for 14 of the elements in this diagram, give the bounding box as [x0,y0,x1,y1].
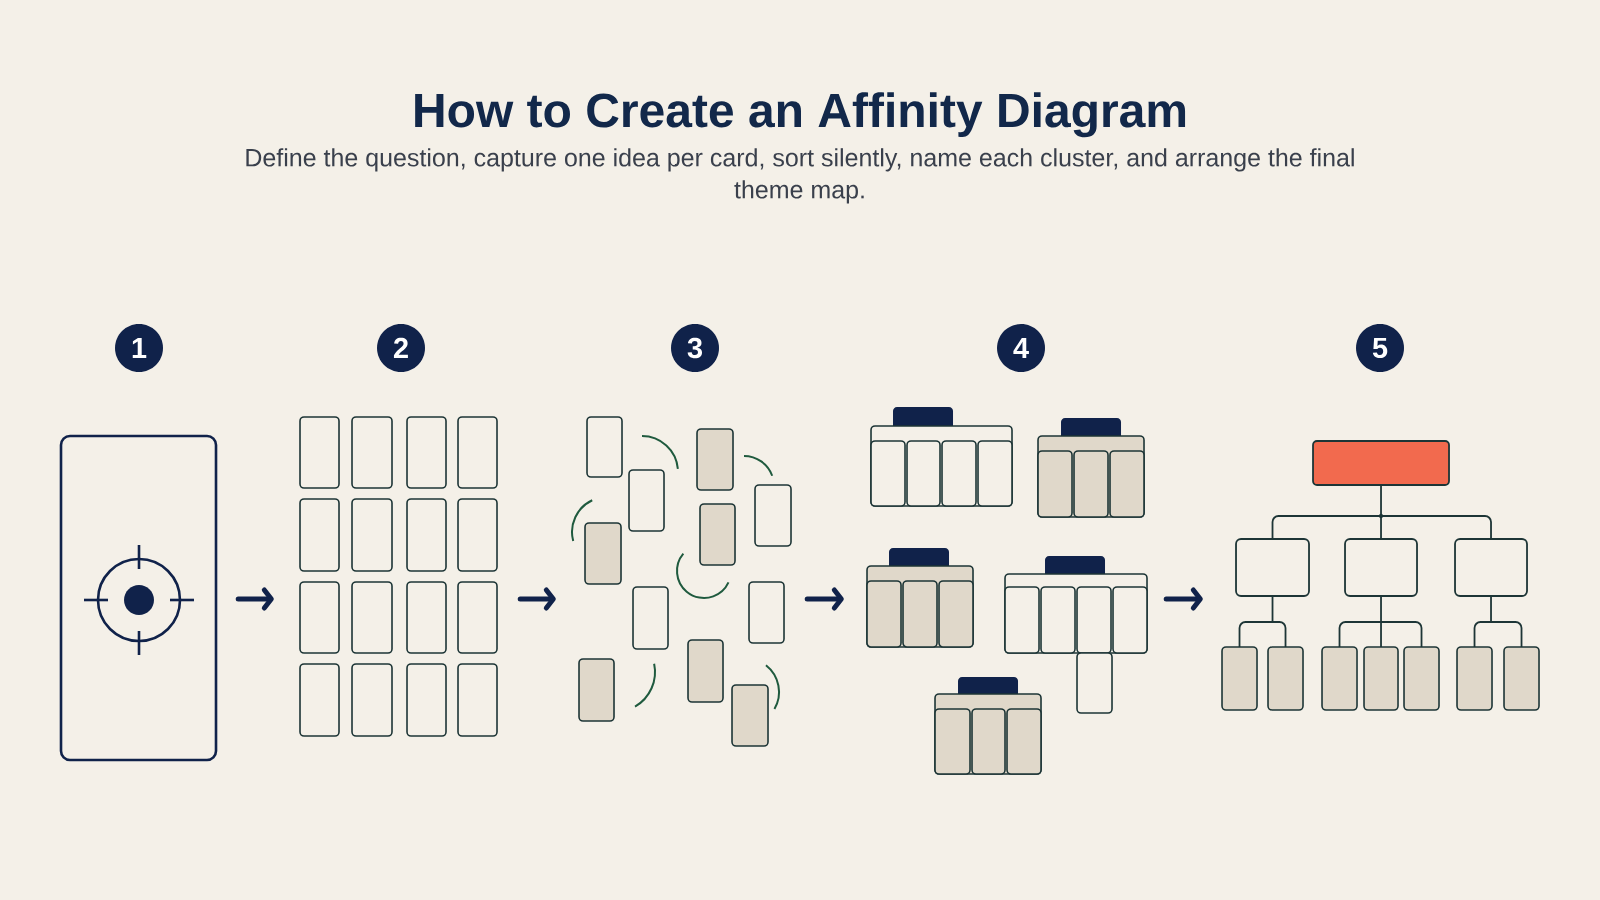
step-number: 3 [671,324,719,372]
step-number: 4 [997,324,1045,372]
arrow [1163,587,1203,611]
card-clusters [866,407,1148,775]
target-card [59,434,218,762]
subtitle: Define the question, capture one idea per card, sort silently, name each cluster, and arrange the final theme map. [246,148,1354,204]
title: How to Create an Affinity Diagram [415,92,1186,138]
step-number: 5 [1356,324,1404,372]
arrow [517,587,556,611]
arrow [235,587,274,611]
card-grid [299,416,498,737]
step-number: 1 [115,324,163,372]
step-number: 2 [377,324,425,372]
arrow [804,587,844,611]
